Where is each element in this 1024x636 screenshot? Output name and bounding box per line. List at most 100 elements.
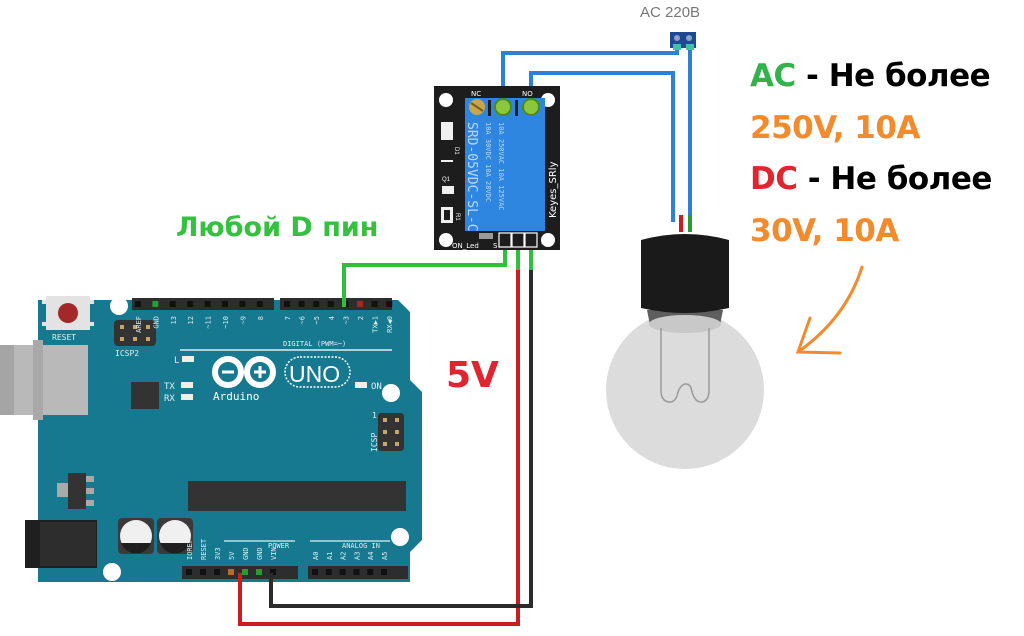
- pin-label: GND: [152, 316, 160, 329]
- led-tx-label: TX: [164, 382, 175, 392]
- header-pin[interactable]: [152, 301, 159, 307]
- header-pin[interactable]: [186, 569, 192, 575]
- pin-label: 7: [284, 316, 292, 320]
- header-pin[interactable]: [367, 569, 374, 575]
- ac-terminal-block: [670, 32, 696, 50]
- pin-label: 5V: [228, 551, 236, 560]
- led-rx: [181, 394, 193, 400]
- pin-label: A3: [353, 552, 361, 560]
- header-pin[interactable]: [386, 301, 393, 307]
- digital-header-right: [280, 298, 392, 310]
- header-pin[interactable]: [239, 301, 246, 307]
- header-pin[interactable]: [200, 569, 206, 575]
- header-pin[interactable]: [284, 301, 290, 307]
- dc-prefix: DC: [750, 161, 798, 197]
- header-pin[interactable]: [214, 569, 220, 575]
- pin-label: ~6: [299, 316, 307, 324]
- header-pin[interactable]: [256, 301, 263, 307]
- pin-label: ~5: [313, 316, 321, 324]
- relay-part-number: SRD-05VDC-SL-C: [464, 122, 479, 232]
- relay-module-name: Keyes_SRly: [548, 161, 559, 218]
- capacitor: [157, 518, 193, 554]
- pin-label: 2: [357, 316, 365, 320]
- header-pin[interactable]: [135, 301, 141, 307]
- relay-ratings-ac: 10A 250VAC 10A 125VAC: [497, 122, 505, 211]
- pin-label: A0: [312, 552, 320, 560]
- pin-label: 8: [257, 316, 265, 320]
- status-led: [479, 233, 493, 239]
- screw-terminal-nc: [494, 98, 512, 116]
- header-pin-s: [498, 232, 512, 248]
- relay-body: [465, 98, 545, 231]
- led-label: ON_Led: [452, 242, 479, 250]
- pin-label: GND: [256, 547, 264, 560]
- header-pin[interactable]: [187, 301, 194, 307]
- pin-label: ~3: [342, 316, 350, 324]
- mounting-hole: [103, 563, 121, 581]
- regulator-tab: [57, 483, 69, 497]
- reset-label: RESET: [52, 333, 76, 342]
- voltage-regulator: [68, 473, 86, 509]
- header-pin[interactable]: [256, 569, 262, 575]
- arduino-logo: [212, 356, 276, 388]
- mounting-hole: [391, 528, 409, 546]
- pin-label: ~11: [205, 316, 213, 329]
- minus-pin-label: -: [541, 241, 544, 248]
- header-pin[interactable]: [327, 301, 334, 307]
- regulator-leg: [86, 488, 94, 494]
- bulb-glass: [606, 311, 764, 469]
- header-pin[interactable]: [381, 569, 387, 575]
- header-pin[interactable]: [298, 301, 305, 307]
- header-pin[interactable]: [353, 569, 360, 575]
- screw-terminal-no: [522, 98, 540, 116]
- header-pin[interactable]: [242, 569, 248, 575]
- diode-label: D1: [453, 147, 459, 155]
- power-pins: [186, 569, 276, 575]
- led-tx: [181, 382, 193, 388]
- pin-label: GND: [242, 547, 250, 560]
- header-pin[interactable]: [325, 569, 332, 575]
- pin-label: ~9: [239, 316, 247, 324]
- capacitor: [118, 518, 154, 554]
- brand-label: Arduino: [213, 390, 259, 403]
- filament: [660, 328, 710, 403]
- relay-module: NC NO SRD-05VDC-SL-C 10A 30VDC 10A 28VDC…: [434, 86, 560, 250]
- header-pin[interactable]: [204, 301, 211, 307]
- header-pin[interactable]: [339, 569, 346, 575]
- dc-limit-value: 30V, 10A: [750, 213, 899, 249]
- ac-source-label: AC 220B: [640, 4, 701, 21]
- pin-label: A5: [381, 552, 389, 560]
- regulator-leg: [86, 476, 94, 482]
- transistor: [442, 186, 454, 194]
- model-label: UNO: [289, 361, 340, 387]
- wire-5v: [238, 268, 520, 626]
- header-pin[interactable]: [270, 569, 276, 575]
- ac-limit-value: 250V, 10A: [750, 110, 920, 146]
- icsp-label: ICSP: [370, 433, 379, 452]
- header-pin[interactable]: [357, 301, 363, 307]
- mounting-hole: [110, 297, 128, 315]
- analog-header-label: ANALOG IN: [342, 542, 380, 550]
- mounting-hole: [382, 384, 400, 402]
- pin-label: ~10: [222, 316, 230, 329]
- reset-button[interactable]: [42, 296, 94, 330]
- header-pin[interactable]: [169, 301, 176, 307]
- uno-badge: [284, 356, 351, 388]
- header-pin[interactable]: [313, 301, 320, 307]
- header-pin[interactable]: [371, 301, 378, 307]
- pin-label: IOREF: [186, 539, 194, 560]
- digital-header-left: [132, 298, 274, 310]
- usb-port-rim: [33, 340, 43, 420]
- icsp2-label: ICSP2: [115, 349, 139, 358]
- header-pin[interactable]: [228, 569, 234, 575]
- digital-header-label: DIGITAL (PWM=~): [283, 340, 346, 348]
- any-d-pin-label: Любой D пин: [176, 212, 379, 243]
- header-pin[interactable]: [312, 569, 318, 575]
- arrow-to-lamp: [795, 265, 864, 355]
- header-pin[interactable]: [222, 301, 228, 307]
- transistor-label: Q1: [442, 177, 451, 183]
- led-rx-label: RX: [164, 394, 175, 404]
